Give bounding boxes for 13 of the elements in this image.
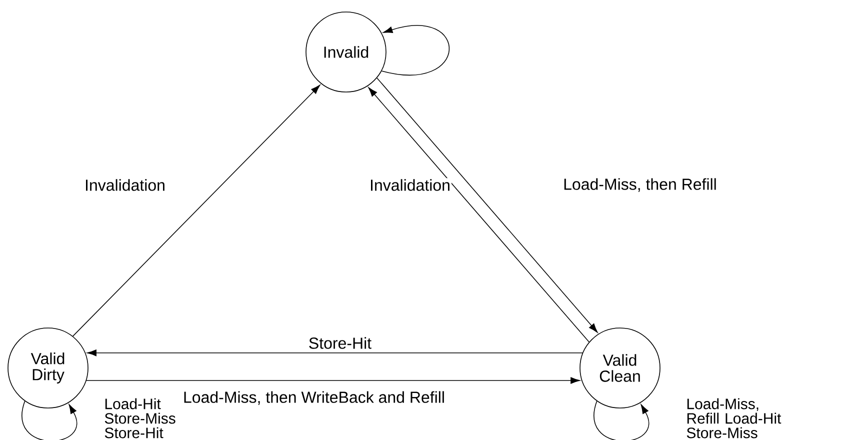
edge-label: Load-Miss, then WriteBack and Refill: [182, 390, 446, 406]
edge-label: Load-Miss, then Refill: [562, 177, 718, 193]
arrow: [86, 377, 580, 384]
edge-label: Load-Miss, Refill Load-Hit Store-Miss: [686, 398, 782, 438]
loop-arrow: [594, 400, 650, 440]
edge-label: Invalidation: [84, 178, 166, 192]
arrow: [87, 350, 583, 356]
edge-label: Store-Hit: [307, 336, 373, 350]
edge-label: Invalidation: [368, 178, 452, 192]
loop-arrow: [22, 400, 78, 440]
arrow: [72, 84, 320, 337]
loop-arrow: [381, 25, 450, 76]
edge-label: Load-Hit Store-Miss Store-Hit: [104, 398, 176, 438]
